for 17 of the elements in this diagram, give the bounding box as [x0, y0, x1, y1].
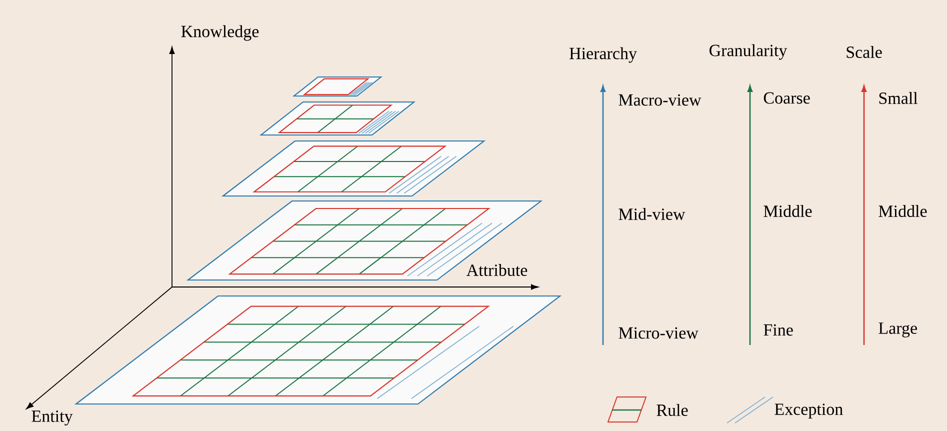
axis-label: Entity: [32, 410, 73, 426]
axis-label: Small: [879, 92, 918, 104]
legend-label: Rule: [656, 404, 688, 416]
axis-label: Attribute: [466, 264, 528, 276]
axis-label: Knowledge: [181, 25, 259, 41]
axis-label: Coarse: [764, 92, 810, 104]
axis-label: Granularity: [710, 44, 788, 60]
axis-label: Macro-view: [618, 94, 702, 106]
legend-label: Exception: [774, 404, 843, 418]
axis-label: Large: [878, 322, 917, 338]
axis-label: Micro-view: [618, 327, 698, 339]
axis-label: Mid-view: [618, 208, 686, 220]
axis-label: Hierarchy: [570, 47, 637, 63]
axis-label: Fine: [764, 324, 793, 336]
axis-label: Scale: [846, 46, 882, 58]
axis-label: Middle: [878, 205, 927, 217]
axis-label: Middle: [764, 205, 812, 217]
